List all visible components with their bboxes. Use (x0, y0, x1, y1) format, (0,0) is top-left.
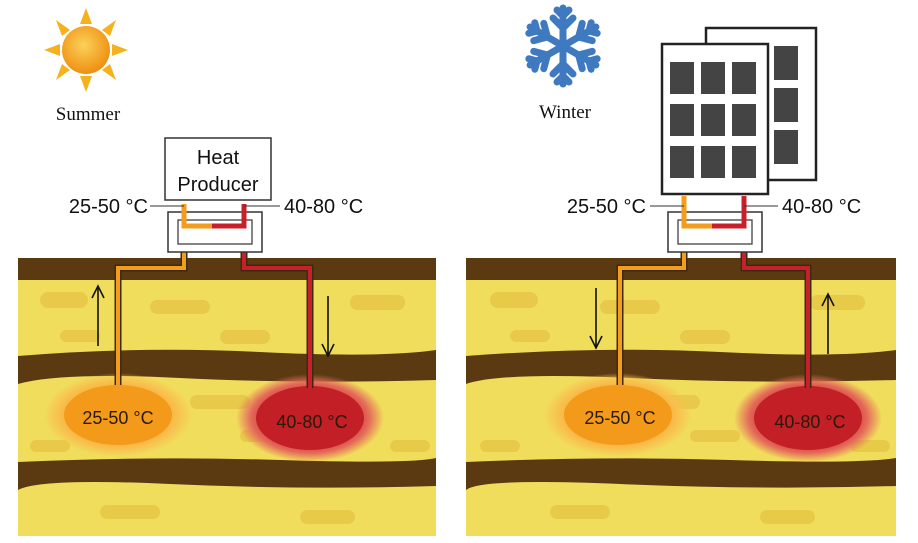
summer-down-arrow (321, 296, 335, 358)
winter-right-pipe-temp: 40-80 °C (782, 196, 861, 218)
summer-up-arrow (91, 284, 105, 346)
winter-season-label: Winter (539, 102, 592, 123)
summer-warm-reservoir (44, 373, 192, 457)
winter-warm-reservoir (544, 373, 692, 457)
winter-down-arrow (589, 288, 603, 350)
summer-season-label: Summer (56, 104, 121, 125)
winter-warm-reservoir-temp: 25-50 °C (584, 408, 655, 428)
summer-panel: 25-50 °C 40-80 °C Heat Producer 25-50 °C… (18, 8, 436, 536)
sun-icon (44, 8, 128, 92)
snowflake-icon (525, 4, 601, 88)
summer-hot-reservoir-temp: 40-80 °C (276, 412, 347, 432)
winter-up-arrow (821, 292, 835, 354)
winter-heat-exchanger (667, 196, 763, 253)
summer-hot-reservoir (236, 374, 384, 462)
summer-heat-exchanger (167, 204, 263, 253)
summer-right-pipe-temp: 40-80 °C (284, 196, 363, 218)
heat-producer-label-line1: Heat (197, 147, 240, 169)
winter-hot-reservoir (734, 374, 882, 462)
building-icon (660, 26, 818, 196)
winter-hot-reservoir-temp: 40-80 °C (774, 412, 845, 432)
heat-producer-label-line2: Producer (177, 174, 258, 196)
summer-left-pipe-temp: 25-50 °C (69, 196, 148, 218)
summer-warm-reservoir-temp: 25-50 °C (82, 408, 153, 428)
winter-panel: 25-50 °C 40-80 °C (466, 4, 896, 536)
heat-producer (164, 137, 272, 201)
winter-left-pipe-temp: 25-50 °C (567, 196, 646, 218)
